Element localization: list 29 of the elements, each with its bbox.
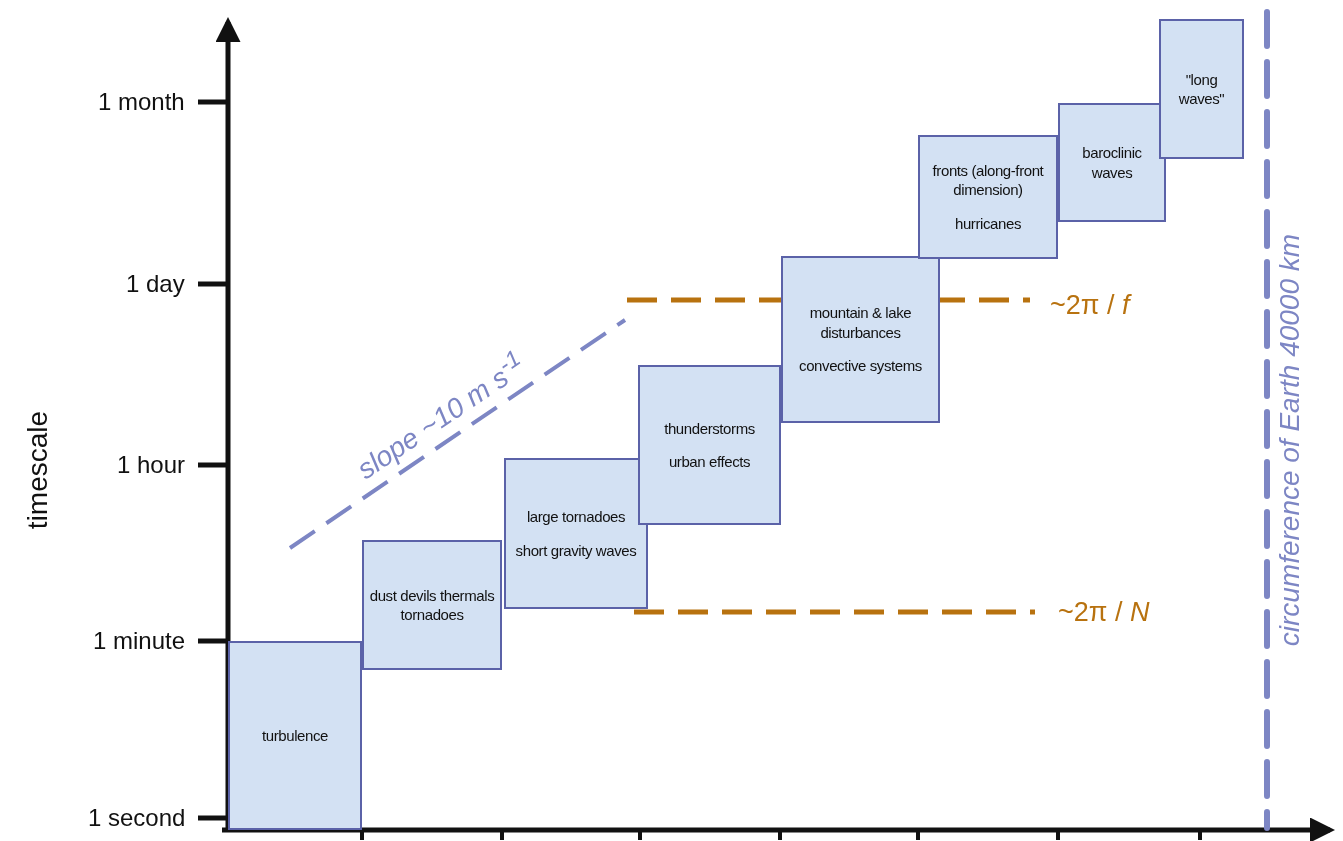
frequency-label: ~2π / N: [1058, 596, 1150, 628]
axis-title: timescale: [22, 410, 55, 530]
phenomenon-box: [1159, 19, 1244, 159]
tick-label: 1 month: [98, 88, 185, 116]
phenomenon-label: short gravity waves: [515, 540, 637, 560]
phenomenon-label: urban effects: [668, 452, 751, 472]
phenomenon-box: [1058, 103, 1166, 222]
tick-label: 1 second: [88, 804, 186, 832]
tick-label: 1 hour: [117, 451, 186, 479]
phenomenon-label: "long waves": [1177, 69, 1226, 109]
phenomenon-label: fronts (along-front dimension): [931, 160, 1045, 200]
phenomenon-box: [638, 365, 781, 525]
phenomenon-box: [362, 540, 502, 670]
phenomenon-label: turbulence: [261, 725, 329, 746]
phenomenon-label: thunderstorms: [664, 418, 755, 438]
phenomenon-label: baroclinic waves: [1081, 143, 1143, 182]
phenomenon-label: large tornadoes: [526, 507, 626, 527]
phenomenon-box: [781, 256, 940, 423]
phenomenon-label: mountain & lake disturbances: [808, 303, 913, 343]
phenomenon-box: [228, 641, 362, 830]
tick-label: 1 minute: [93, 627, 186, 655]
phenomenon-box: [504, 458, 648, 609]
frequency-label: ~2π / f: [1050, 289, 1130, 321]
phenomenon-label: dust devils thermals tornadoes: [368, 585, 496, 625]
phenomenon-label: convective systems: [799, 356, 922, 376]
tick-label: 1 day: [126, 270, 185, 298]
phenomenon-label: hurricanes: [954, 213, 1021, 234]
circumference-label: circumference of Earth 40000 km: [1273, 232, 1306, 649]
phenomenon-box: [918, 135, 1058, 259]
